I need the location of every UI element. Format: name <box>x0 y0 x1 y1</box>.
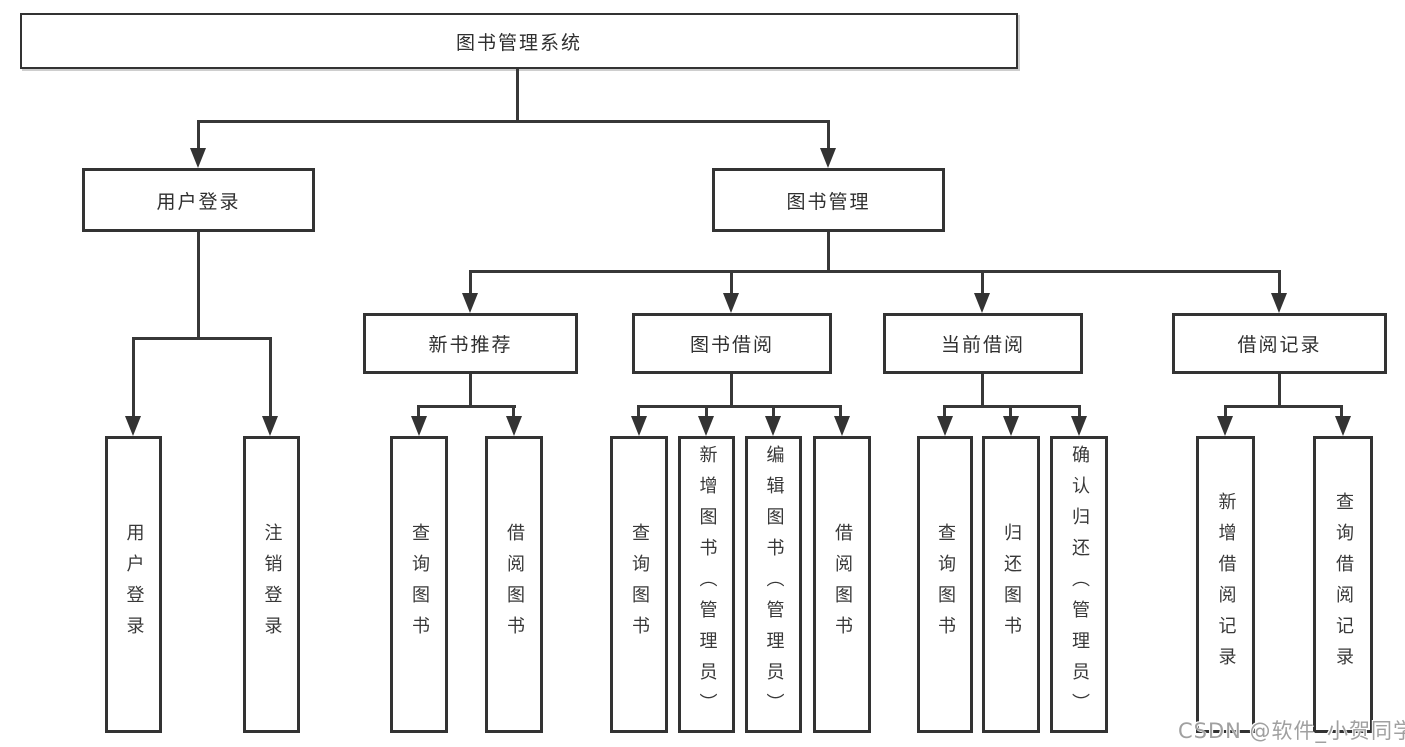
connector-line <box>827 120 830 150</box>
connector-line <box>417 405 516 408</box>
connector-line <box>1278 270 1281 293</box>
connector-line <box>981 270 984 293</box>
leaf-borrow-books: 借阅图书 <box>813 436 871 733</box>
leaf-label: 新增借阅记录 <box>1215 491 1237 678</box>
arrow-down-icon <box>723 293 739 313</box>
leaf-edit-book-admin: 编辑图书（管理员） <box>745 436 802 733</box>
arrow-down-icon <box>820 148 836 168</box>
node-book-management: 图书管理 <box>712 168 945 232</box>
arrow-down-icon <box>1071 416 1087 436</box>
leaf-label: 查询图书 <box>629 522 650 647</box>
watermark: CSDN @软件_小贺同学 <box>1178 719 1405 743</box>
leaf-label: 借阅图书 <box>832 522 853 647</box>
node-label: 图书借阅 <box>689 334 774 356</box>
leaf-label: 注销登录 <box>261 522 283 647</box>
connector-line <box>1009 405 1012 416</box>
leaf-return-book: 归还图书 <box>982 436 1040 733</box>
arrow-down-icon <box>631 416 647 436</box>
leaf-add-borrow-record: 新增借阅记录 <box>1196 436 1255 733</box>
connector-line <box>981 374 984 405</box>
node-new-book-recommend: 新书推荐 <box>363 313 578 374</box>
leaf-label: 归还图书 <box>1001 522 1022 647</box>
arrow-down-icon <box>834 416 850 436</box>
connector-line <box>132 337 135 416</box>
leaf-label: 确认归还（管理员） <box>1069 445 1090 724</box>
arrow-down-icon <box>1003 416 1019 436</box>
node-current-borrow: 当前借阅 <box>883 313 1083 374</box>
arrow-down-icon <box>937 416 953 436</box>
node-book-borrow: 图书借阅 <box>632 313 832 374</box>
leaf-user-login: 用户登录 <box>105 436 162 733</box>
leaf-borrow-books-recommend: 借阅图书 <box>485 436 543 733</box>
arrow-down-icon <box>765 416 781 436</box>
connector-line <box>516 69 519 120</box>
node-label: 图书管理 <box>786 190 871 213</box>
connector-line <box>637 405 842 408</box>
connector-line <box>1340 405 1343 416</box>
connector-line <box>839 405 842 416</box>
leaf-add-book-admin: 新增图书（管理员） <box>678 436 735 733</box>
connector-line <box>943 405 1081 408</box>
connector-line <box>1224 405 1227 416</box>
leaf-label: 编辑图书（管理员） <box>763 445 785 724</box>
node-library-system: 图书管理系统 <box>20 13 1018 69</box>
leaf-query-books-borrow: 查询图书 <box>610 436 668 733</box>
arrow-down-icon <box>1217 416 1233 436</box>
connector-line <box>827 232 830 270</box>
leaf-query-books-recommend: 查询图书 <box>390 436 448 733</box>
connector-line <box>1224 405 1343 408</box>
arrow-down-icon <box>190 148 206 168</box>
node-label: 新书推荐 <box>428 334 513 356</box>
connector-line <box>512 405 515 416</box>
connector-line <box>1278 374 1281 405</box>
connector-line <box>132 337 272 340</box>
leaf-logout: 注销登录 <box>243 436 300 733</box>
arrow-down-icon <box>974 293 990 313</box>
leaf-query-books-current: 查询图书 <box>917 436 973 733</box>
arrow-down-icon <box>411 416 427 436</box>
node-user-login-branch: 用户登录 <box>82 168 315 232</box>
node-label: 当前借阅 <box>940 334 1025 356</box>
leaf-label: 查询借阅记录 <box>1333 491 1354 678</box>
connector-line <box>469 374 472 405</box>
arrow-down-icon <box>1335 416 1351 436</box>
connector-line <box>197 120 200 150</box>
leaf-confirm-return-admin: 确认归还（管理员） <box>1050 436 1108 733</box>
connector-line <box>772 405 775 416</box>
arrow-down-icon <box>698 416 714 436</box>
leaf-label: 用户登录 <box>123 522 145 647</box>
connector-line <box>943 405 946 416</box>
leaf-query-borrow-record: 查询借阅记录 <box>1313 436 1373 733</box>
leaf-label: 查询图书 <box>409 522 430 647</box>
leaf-label: 借阅图书 <box>504 522 525 647</box>
connector-line <box>705 405 708 416</box>
connector-line <box>469 270 1281 273</box>
node-borrow-records: 借阅记录 <box>1172 313 1387 374</box>
arrow-down-icon <box>506 416 522 436</box>
connector-line <box>469 270 472 293</box>
connector-line <box>197 120 830 123</box>
leaf-label: 查询图书 <box>935 522 956 647</box>
connector-line <box>197 232 200 337</box>
arrow-down-icon <box>125 416 141 436</box>
arrow-down-icon <box>262 416 278 436</box>
connector-line <box>269 337 272 416</box>
connector-line <box>1078 405 1081 416</box>
connector-line <box>730 270 733 293</box>
node-label: 图书管理系统 <box>455 31 582 54</box>
connector-line <box>730 374 733 405</box>
arrow-down-icon <box>1271 293 1287 313</box>
connector-line <box>417 405 420 416</box>
node-label: 借阅记录 <box>1237 334 1322 356</box>
node-label: 用户登录 <box>156 190 241 213</box>
arrow-down-icon <box>462 293 478 313</box>
connector-line <box>637 405 640 416</box>
leaf-label: 新增图书（管理员） <box>696 445 718 724</box>
